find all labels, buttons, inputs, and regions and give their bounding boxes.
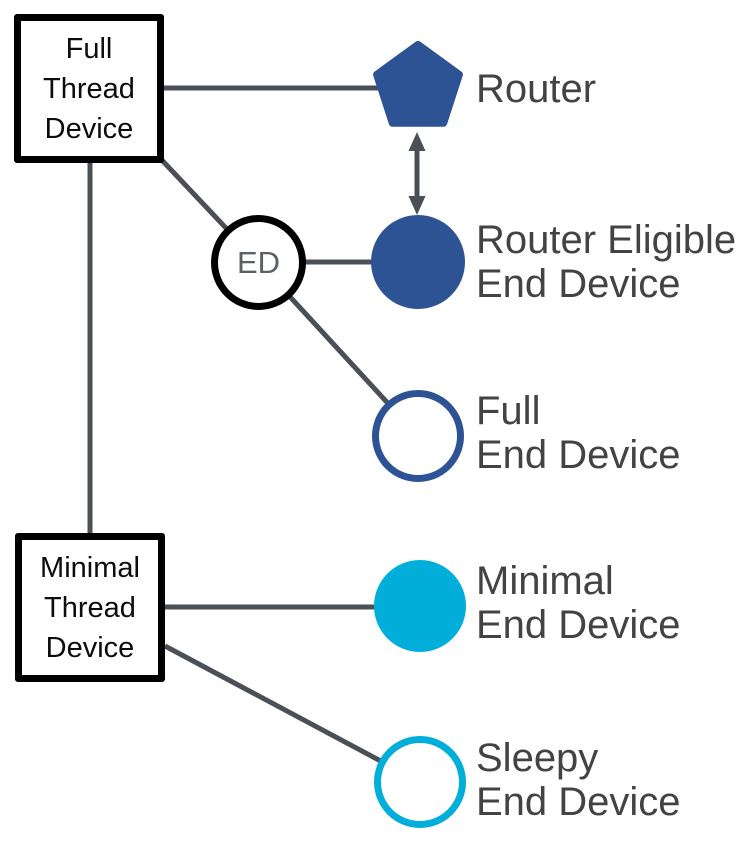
double-arrow [408, 132, 426, 215]
label-line: End Device [476, 780, 681, 824]
router-eligible-end-device-icon [371, 215, 465, 309]
full-end-device-label: Full End Device [476, 389, 681, 477]
full-end-device-icon [372, 390, 464, 482]
minimal-thread-device-box: Minimal Thread Device [15, 533, 165, 682]
ed-badge-label: ED [236, 244, 281, 280]
router-eligible-end-device-label: Router Eligible End Device [476, 218, 736, 306]
label-line: Full [476, 389, 541, 433]
router-pentagon-icon [373, 41, 463, 127]
box-label-line: Device [44, 112, 134, 145]
minimal-end-device-label: Minimal End Device [476, 559, 681, 647]
edge-mtd-sed [163, 643, 422, 785]
ed-badge-circle: ED [211, 215, 306, 310]
full-thread-device-box: Full Thread Device [14, 14, 164, 163]
label-line: Sleepy [476, 736, 599, 780]
box-label-line: Minimal [40, 551, 140, 584]
box-label-line: Thread [44, 591, 136, 624]
label-line: Minimal [476, 559, 614, 603]
label-line: End Device [476, 262, 681, 306]
sleepy-end-device-icon [374, 736, 466, 828]
label-line: Router [476, 67, 597, 111]
router-label: Router [476, 67, 596, 111]
label-line: End Device [476, 603, 681, 647]
label-line: End Device [476, 433, 681, 477]
box-label-line: Full [65, 32, 113, 65]
label-line: Router Eligible [476, 218, 737, 262]
minimal-end-device-icon [374, 560, 466, 652]
box-label-line: Thread [43, 72, 135, 105]
sleepy-end-device-label: Sleepy End Device [476, 736, 681, 824]
box-label-line: Device [45, 631, 135, 664]
